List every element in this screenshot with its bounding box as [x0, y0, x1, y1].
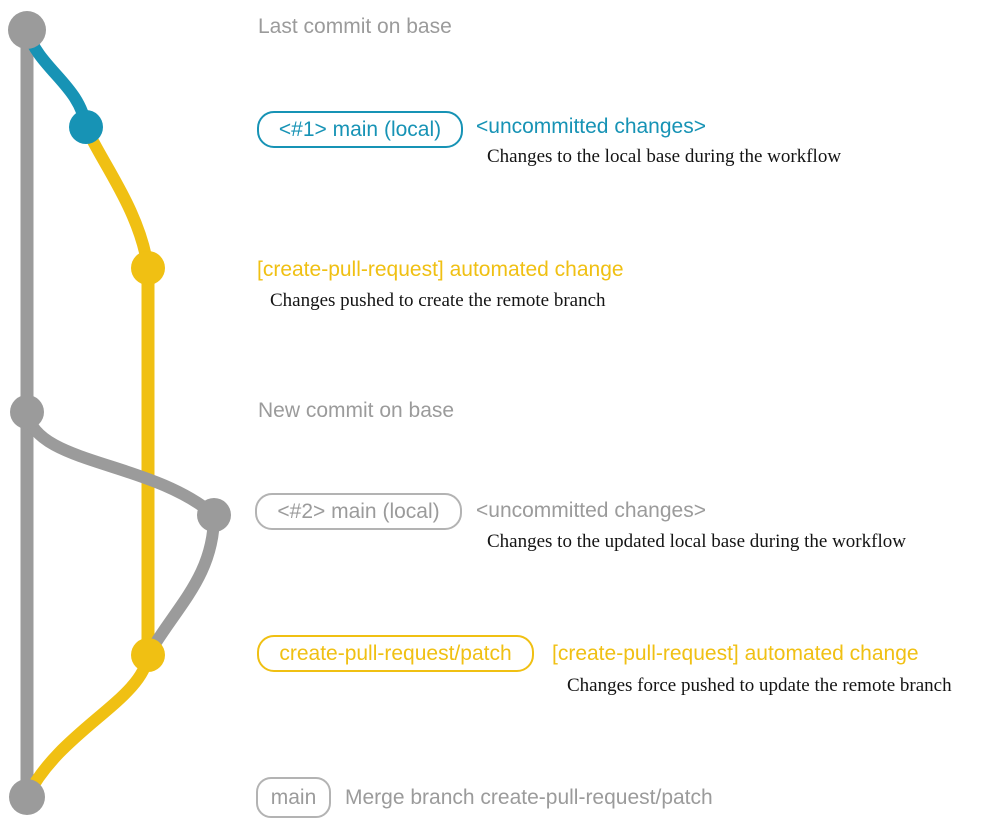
- rebase-edge: [144, 509, 220, 658]
- branch-badge-create-pull-request-patch: create-pull-request/patch: [257, 635, 534, 672]
- merge-edge: [21, 649, 154, 803]
- uncommitted-changes-label-2: <uncommitted changes>: [476, 498, 706, 522]
- uncommitted-changes-caption-1: Changes to the local base during the wor…: [487, 146, 842, 168]
- commit-graph: [8, 11, 231, 815]
- branch-badge-main: main: [256, 777, 331, 818]
- automated-change-caption-1: Changes pushed to create the remote bran…: [270, 290, 606, 312]
- branch-badge-main-local-2: <#2> main (local): [255, 493, 462, 530]
- commit-node-last-base: [8, 11, 46, 49]
- last-commit-heading: Last commit on base: [258, 14, 452, 38]
- uncommitted-changes-caption-2: Changes to the updated local base during…: [487, 531, 906, 553]
- merge-commit-label: Merge branch create-pull-request/patch: [345, 785, 713, 809]
- base-update-edge: [21, 406, 220, 521]
- commit-node-merge: [9, 779, 45, 815]
- branch-badge-main-local-1: <#1> main (local): [257, 111, 463, 148]
- automated-change-label-1: [create-pull-request] automated change: [257, 257, 624, 281]
- commit-node-new-base: [10, 395, 44, 429]
- new-commit-heading: New commit on base: [258, 398, 455, 422]
- commit-node-automated-change-1: [131, 251, 165, 285]
- commit-node-automated-change-2: [131, 638, 165, 672]
- uncommitted-changes-label-1: <uncommitted changes>: [476, 114, 706, 138]
- automated-change-label-2: [create-pull-request] automated change: [552, 641, 919, 665]
- commit-node-main-local-2: [197, 498, 231, 532]
- commit-node-main-local-1: [69, 110, 103, 144]
- automated-change-caption-2: Changes force pushed to update the remot…: [567, 675, 952, 697]
- patch-branch-edge: [80, 121, 154, 274]
